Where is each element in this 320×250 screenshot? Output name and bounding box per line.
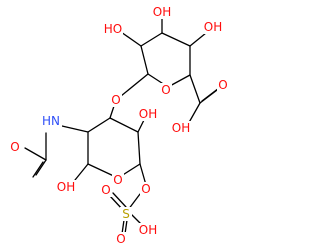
atom-labels: HO OH OH O O O OH HN O OH OH O O S O O O (9, 5, 229, 246)
molecule-structure-diagram: HO OH OH O O O OH HN O OH OH O O S O O O (9, 5, 229, 246)
amide-nitrogen-label: HN (42, 114, 60, 128)
hydroxyl-label-bottom-left: OH (57, 180, 75, 194)
acetyl-oxygen-label: O (10, 140, 19, 154)
sulfate-ester-oxygen-label: O (141, 182, 150, 196)
hydroxyl-label-top-middle: OH (153, 5, 171, 19)
sulfate-hydroxyl-label: OH (139, 223, 157, 237)
upper-ring-oxygen-label: O (161, 83, 170, 97)
acid-hydroxyl-label: OH (172, 121, 190, 135)
sulfate-oxygen-top-label: O (101, 183, 110, 197)
sulfate-oxygen-bottom-label: O (116, 232, 125, 246)
lower-ring-oxygen-label: O (113, 173, 122, 187)
hydroxyl-label-middle: OH (139, 107, 157, 121)
sulfur-atom-label: S (122, 207, 130, 221)
hydroxyl-label-top-right: OH (204, 20, 222, 34)
carbonyl-oxygen-label: O (218, 78, 227, 92)
hydroxyl-label-top-left: HO (104, 22, 122, 36)
glycosidic-oxygen-label: O (111, 93, 120, 107)
